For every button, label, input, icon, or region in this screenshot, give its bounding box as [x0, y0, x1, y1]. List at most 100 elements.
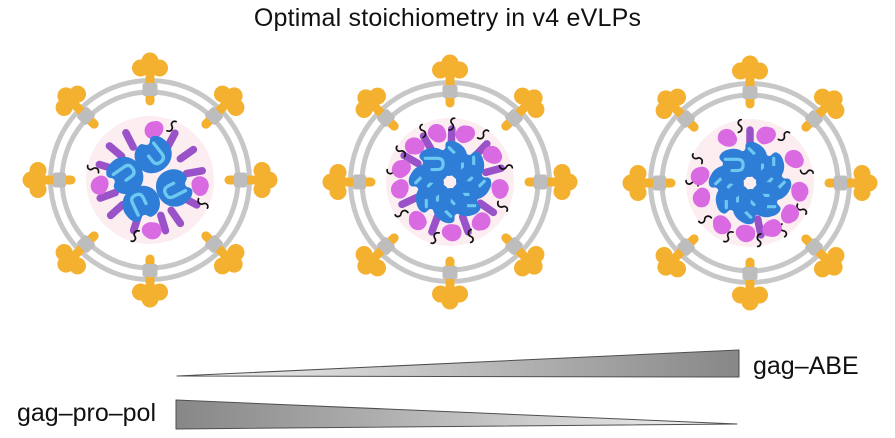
rna-blob	[141, 222, 162, 240]
rna-squiggle	[496, 200, 509, 212]
rna-blob	[756, 126, 776, 145]
rna-squiggle	[197, 197, 209, 209]
rna-squiggle	[476, 129, 490, 140]
spike-glycoprotein	[524, 164, 578, 200]
rna-blob	[784, 149, 804, 169]
rna-blob	[690, 166, 710, 186]
rna-blob	[717, 128, 738, 147]
rna-squiggle	[394, 209, 409, 218]
spike-glycoprotein	[501, 87, 545, 131]
spike-glycoprotein	[132, 254, 168, 308]
rna-squiggle	[448, 117, 456, 131]
spike-glycoprotein	[801, 88, 845, 132]
spike-glycoprotein	[132, 52, 168, 106]
spike-collar	[53, 172, 66, 188]
spike-collar	[205, 235, 223, 253]
gag-abe-cargo	[408, 140, 492, 224]
gag-abe-gradient-triangle	[176, 349, 740, 378]
rna-squiggle	[698, 215, 713, 224]
rna-blob	[491, 179, 509, 199]
abe-blob	[106, 156, 144, 195]
evlp-particle-2	[322, 54, 578, 310]
spike-glycoprotein	[22, 162, 76, 198]
spike-collar	[442, 85, 458, 98]
spike-collar	[505, 237, 523, 255]
spike-glycoprotein	[655, 234, 699, 278]
rna-squiggle	[498, 164, 514, 170]
spike-collar	[234, 172, 247, 188]
evlp-particle-3	[622, 55, 878, 311]
spike-collar	[805, 238, 823, 256]
spike-collar	[77, 107, 95, 125]
gag-pro-pol-rods	[95, 129, 206, 235]
rna-squiggle	[86, 164, 100, 174]
figure-title: Optimal stoichiometry in v4 eVLPs	[253, 4, 642, 32]
rna-blob	[455, 125, 476, 144]
abe-blob	[122, 185, 160, 223]
spike-collar	[77, 235, 95, 253]
rna-blob	[441, 224, 462, 242]
spike-collar	[505, 109, 523, 127]
rna-squiggle	[166, 120, 177, 132]
rna-squiggle	[430, 231, 441, 245]
rna-blob	[471, 212, 491, 231]
spike-glycoprotein	[355, 87, 399, 131]
spike-collar	[834, 175, 847, 191]
gag-pro-pol-gradient-triangle	[175, 399, 738, 430]
spike-collar	[377, 237, 395, 255]
rna-squiggle	[796, 203, 808, 215]
spike-glycoprotein	[501, 233, 545, 277]
guide-rna-blobs	[86, 120, 209, 243]
spike-glycoprotein	[355, 233, 399, 277]
rna-squiggle	[723, 231, 734, 243]
evlp-particle-1	[22, 52, 278, 308]
spike-collar	[653, 175, 666, 191]
abe-blob	[718, 148, 750, 184]
gag-abe-label: gag–ABE	[753, 352, 859, 380]
spike-collar	[142, 264, 158, 277]
spike-glycoprotein	[201, 85, 245, 129]
spike-glycoprotein	[824, 165, 878, 201]
abe-blob	[134, 135, 172, 174]
rna-blob	[390, 179, 409, 199]
abe-blob	[156, 169, 193, 207]
spike-glycoprotein	[322, 164, 376, 200]
guide-rna-blobs	[685, 118, 815, 248]
gag-abe-cargo	[106, 135, 193, 223]
spike-glycoprotein	[622, 165, 676, 201]
spike-glycoprotein	[732, 257, 768, 311]
rna-squiggle	[691, 153, 704, 165]
rna-blob	[780, 204, 800, 224]
gag-abe-cargo	[708, 141, 792, 225]
rna-squiggle	[419, 123, 427, 139]
spike-glycoprotein	[801, 234, 845, 278]
spike-collar	[742, 86, 758, 99]
rna-squiggle	[777, 131, 791, 142]
envelope-spikes	[322, 54, 578, 310]
rna-blob	[762, 219, 782, 237]
spike-collar	[205, 107, 223, 125]
rna-blob	[791, 181, 809, 202]
rna-blob	[391, 160, 411, 179]
spike-collar	[805, 110, 823, 128]
rna-blob	[482, 145, 503, 164]
rna-blob	[144, 121, 164, 140]
rna-blob	[692, 187, 711, 208]
envelope-spikes	[622, 55, 878, 311]
rna-blob	[404, 137, 425, 155]
rna-blob	[712, 215, 732, 235]
rna-squiggle	[737, 118, 743, 134]
spike-collar	[677, 110, 695, 128]
spike-collar	[677, 238, 695, 256]
rna-blob	[90, 175, 109, 195]
rna-squiggle	[395, 145, 407, 158]
spike-collar	[353, 174, 366, 190]
spike-collar	[377, 109, 395, 127]
rna-squiggle	[799, 169, 815, 175]
rna-squiggle	[467, 228, 474, 244]
spike-glycoprotein	[655, 88, 699, 132]
rna-blob	[735, 224, 756, 243]
spike-glycoprotein	[55, 231, 99, 275]
